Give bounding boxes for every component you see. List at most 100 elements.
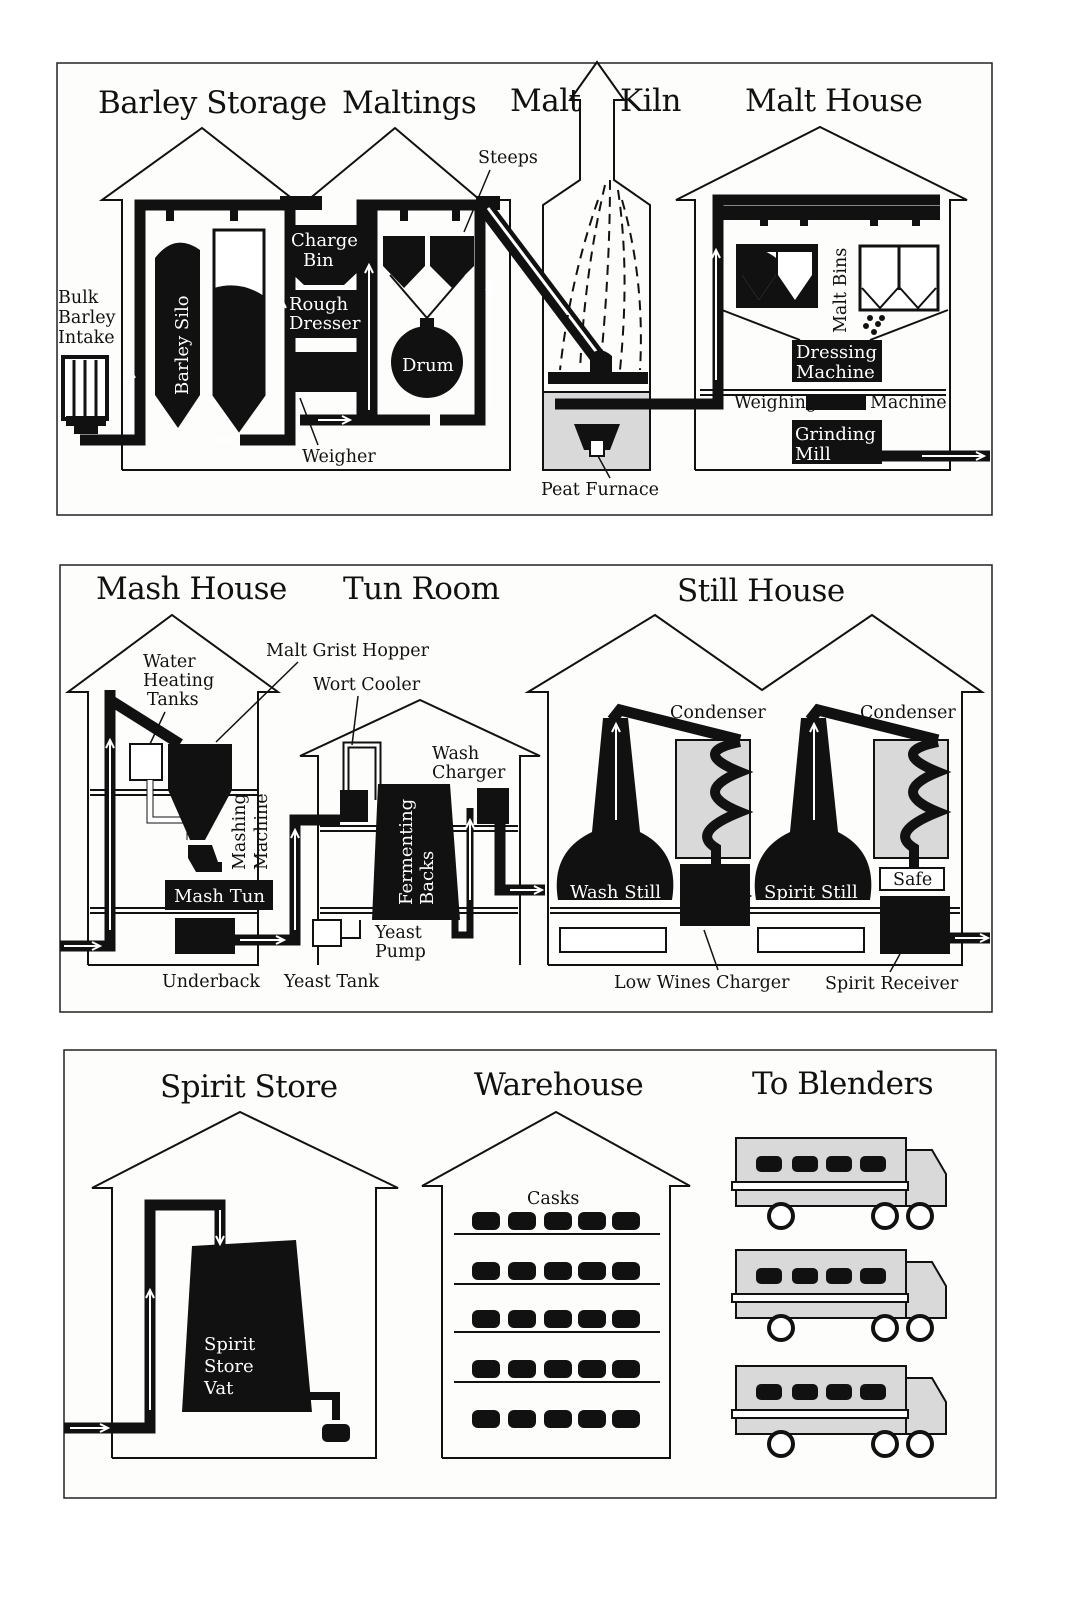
malt-house-building xyxy=(675,125,968,471)
label-condenser-2: Condenser xyxy=(860,703,956,723)
title-tun-room: Tun Room xyxy=(343,571,500,607)
label-wash: Wash xyxy=(432,744,479,764)
spirit-safe xyxy=(879,867,945,891)
label-spirit-receiver: Spirit Receiver xyxy=(825,974,959,994)
label-charge: Charge xyxy=(291,230,358,251)
label-yeast: Yeast xyxy=(374,923,422,943)
water-pipe xyxy=(107,695,183,749)
label-low-wines-charger: Low Wines Charger xyxy=(614,973,790,993)
label-dressing: Dressing xyxy=(796,342,877,363)
label-barley: Barley xyxy=(58,308,116,328)
malting-panel: Barley Storage Maltings Malt Kiln Malt H… xyxy=(56,60,993,516)
spirit-receiver xyxy=(880,896,950,954)
title-maltings: Maltings xyxy=(342,85,476,121)
label-wash-charger: Charger xyxy=(432,763,506,783)
cask-racks xyxy=(454,1212,660,1428)
spirit-still-lyne-arm xyxy=(805,703,940,746)
kiln-building xyxy=(542,60,651,470)
label-mash-tun: Mash Tun xyxy=(174,886,265,907)
label-weighing-machine: Machine xyxy=(870,393,947,413)
up-arrow-icon xyxy=(145,1210,225,1410)
label-water: Water xyxy=(143,652,196,672)
drum-conveyor xyxy=(372,199,486,426)
up-arrow-icon xyxy=(126,247,721,430)
warehouse-building xyxy=(421,1110,691,1459)
up-arrow-icon xyxy=(105,721,819,930)
label-weigher: Weigher xyxy=(302,447,376,467)
label-bulk: Bulk xyxy=(58,288,99,308)
label-fermenting: Fermenting xyxy=(396,799,417,905)
title-malt-house: Malt House xyxy=(745,83,922,119)
water-heating-tank xyxy=(129,743,163,781)
label-mashing-machine: Machine xyxy=(252,793,272,870)
barley-silo-1 xyxy=(155,242,200,428)
title-to-blenders: To Blenders xyxy=(752,1066,933,1102)
label-peat-furnace: Peat Furnace xyxy=(541,480,659,500)
label-dressing-machine: Machine xyxy=(796,362,875,383)
label-store: Store xyxy=(204,1356,254,1377)
rough-dresser xyxy=(286,290,362,338)
label-grinding: Grinding xyxy=(795,424,876,445)
spirit-store-vat xyxy=(182,1240,312,1412)
title-barley-storage: Barley Storage xyxy=(98,85,327,121)
storage-panel: Spirit Store Warehouse To Blenders Spiri… xyxy=(63,1049,997,1499)
label-drum: Drum xyxy=(402,355,454,376)
title-kiln: Kiln xyxy=(620,83,681,119)
spirit-store-building xyxy=(91,1110,399,1459)
label-yeast-tank: Yeast Tank xyxy=(283,972,379,992)
mashing-machine xyxy=(188,845,222,872)
right-arrow-icon xyxy=(70,1423,111,1433)
label-weighing: Weighing xyxy=(734,393,817,413)
label-wash-still: Wash Still xyxy=(570,882,661,903)
mash-house-building xyxy=(64,613,282,966)
title-mash-house: Mash House xyxy=(96,571,287,607)
label-casks: Casks xyxy=(527,1189,579,1209)
drum xyxy=(391,326,463,398)
label-dresser: Dresser xyxy=(289,313,361,334)
wash-charger xyxy=(477,788,509,824)
wash-still-lyne-arm xyxy=(607,703,742,746)
peat-furnace xyxy=(574,424,620,450)
bulk-barley-intake-icon xyxy=(61,355,109,434)
label-vat: Vat xyxy=(203,1378,234,1399)
truck-icon xyxy=(731,1365,947,1458)
label-barley-silo: Barley Silo xyxy=(172,295,193,395)
label-underback: Underback xyxy=(162,972,260,992)
fermenting-backs xyxy=(372,784,460,920)
yeast-tank xyxy=(312,919,342,947)
kiln-smoke xyxy=(559,179,642,371)
wash-condenser-coil xyxy=(702,737,754,865)
cask-icon xyxy=(322,1424,350,1442)
dressing-machine xyxy=(792,340,882,382)
label-tanks: Tanks xyxy=(147,690,199,710)
distilling-panel: Mash House Tun Room Still House Water He… xyxy=(59,564,993,1013)
still-house-building xyxy=(524,613,986,966)
title-still-house: Still House xyxy=(677,573,845,609)
label-heating: Heating xyxy=(143,671,214,691)
title-spirit-store: Spirit Store xyxy=(160,1069,338,1105)
label-malt-grist-hopper: Malt Grist Hopper xyxy=(266,641,430,661)
underback xyxy=(175,918,235,954)
truck-icon xyxy=(731,1249,947,1342)
label-spirit-still: Spirit Still xyxy=(764,882,858,903)
right-arrow-icon xyxy=(64,885,991,951)
label-spirit: Spirit xyxy=(204,1334,256,1355)
label-safe: Safe xyxy=(893,870,932,890)
truck-icon xyxy=(731,1137,947,1230)
grinding-mill xyxy=(792,420,882,464)
label-mashing: Mashing xyxy=(230,793,250,870)
label-rough: Rough xyxy=(289,294,349,315)
label-malt-bins: Malt Bins xyxy=(831,248,851,333)
spirit-condenser-coil xyxy=(900,737,952,868)
label-wort-cooler: Wort Cooler xyxy=(313,675,421,695)
label-intake: Intake xyxy=(58,328,115,348)
label-condenser-1: Condenser xyxy=(670,703,766,723)
label-steeps: Steeps xyxy=(478,148,538,168)
title-warehouse: Warehouse xyxy=(474,1067,643,1103)
tun-room-building xyxy=(299,698,541,965)
label-backs: Backs xyxy=(417,851,438,905)
label-bin: Bin xyxy=(303,250,334,271)
silo-conveyor xyxy=(80,199,296,446)
kiln-floor xyxy=(548,372,648,384)
